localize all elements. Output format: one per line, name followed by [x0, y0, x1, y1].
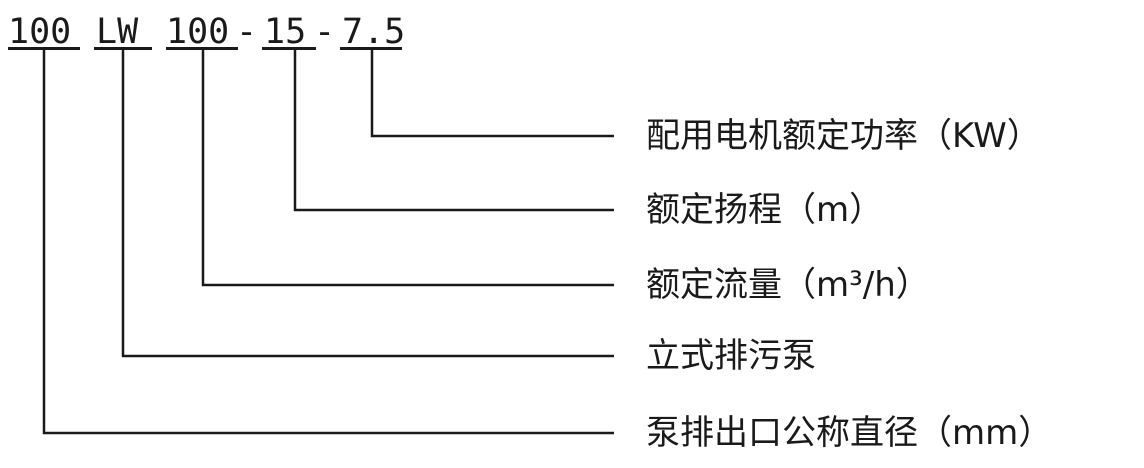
code-underline-outlet-diameter — [8, 47, 80, 50]
code-segment-pump-type: LW — [96, 12, 139, 52]
leader-line-pump-type — [121, 50, 614, 358]
leader-line-head — [293, 50, 614, 212]
label-outlet-diameter: 泵排出口公称直径（mm） — [646, 413, 1053, 453]
label-motor-power: 配用电机额定功率（KW） — [646, 116, 1041, 156]
code-segment-head: 15 — [264, 12, 307, 52]
code-underline-pump-type — [94, 47, 152, 50]
code-underline-power — [340, 47, 402, 50]
label-rated-head: 额定扬程（m） — [646, 190, 884, 230]
code-underline-head — [262, 47, 316, 50]
leader-line-flow — [201, 50, 614, 287]
code-segment-flow: 100 — [166, 12, 230, 52]
code-separator: - — [314, 12, 336, 52]
code-segment-power: 7.5 — [342, 12, 406, 52]
leader-line-power — [370, 50, 614, 138]
leader-line-outlet-diameter — [42, 50, 614, 435]
code-segment-outlet-diameter: 100 — [8, 12, 72, 52]
label-rated-flow: 额定流量（m³/h） — [646, 265, 930, 305]
label-pump-type: 立式排污泵 — [646, 336, 816, 376]
code-separator: - — [236, 12, 258, 52]
code-underline-flow — [166, 47, 238, 50]
